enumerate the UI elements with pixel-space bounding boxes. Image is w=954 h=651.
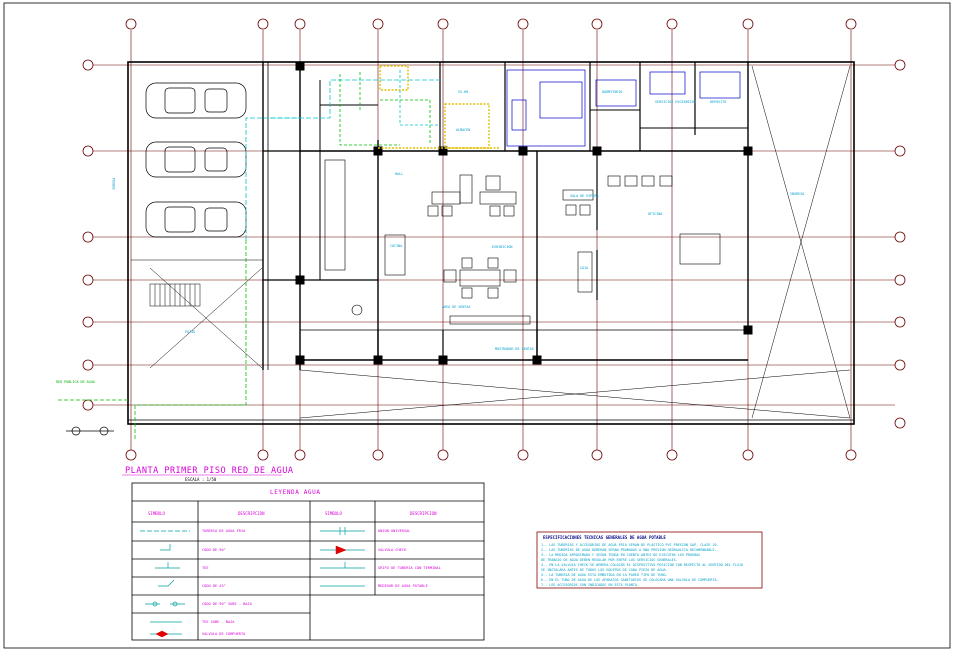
check-valve-icon [335,545,347,555]
legend-col-description-1: DESCRIPCION [238,511,265,516]
room-label-almacen: ALMACEN [456,128,471,132]
plan-scale: ESCALA : 1/50 [185,477,217,482]
plan-title: PLANTA PRIMER PISO RED DE AGUA [125,466,294,476]
gate-valve-icon [155,630,169,638]
room-label-patio: PATIO [185,330,196,334]
water-meter-symbol [66,426,114,436]
legend-row-left: TEE SUBE - BAJA [202,620,235,624]
specs-box [536,531,763,589]
room-label-ingreso: INGRESO [790,192,805,196]
room-label-sala-espera: SALA DE ESPERA [570,194,599,198]
room-label-cocina: COCINA [390,244,403,248]
spec-line: 3.- LA MEDIDA APROXIMADA Y SEGUN TENGA E… [541,553,701,557]
room-label-dormitorio: DORMITORIO [602,90,623,94]
furniture [506,69,741,147]
legend-col-symbol-1: SIMBOLO [148,511,165,516]
legend-row-right: MEDIDOR DE AGUA POTABLE [378,584,428,588]
legend-col-symbol-2: SIMBOLO [325,511,342,516]
room-label-exhibicion: EXHIBICION [492,245,513,249]
spec-line: 6.- EN EL TUBO DE AGUA DE LOS APARATOS S… [541,578,719,582]
sales-furniture [324,159,721,325]
spec-line: 4.- EN LA VALVULA CHECK SE DEBERA COLOCA… [541,563,744,567]
spec-line: DE TRABAJO DE AGUA DEBEN REGULAR POR ENT… [541,558,678,562]
room-label-vereda: VEREDA [112,177,116,190]
legend-title: LEYENDA AGUA [270,489,321,496]
legend-row-left: TUBERIA DE AGUA FRIA [202,529,246,533]
room-label-servicios: SERVICIOS HIGIENICOS [655,100,696,104]
legend-row-left: CODO DE 90° [202,548,226,552]
spec-line: SE INSTALARA ANTES DE TODOS LOS EQUIPOS … [541,568,668,572]
room-label-ss-hh: SS.HH. [458,90,471,94]
room-label-hall: HALL [395,172,404,176]
room-label-red-publica: RED PUBLICA DE AGUA [56,380,95,384]
room-label-caja: CAJA [580,266,589,270]
legend-row-left: CODO DE 90° SUBE - BAJA [202,602,252,606]
void-diagonals [149,65,851,419]
room-label-area-ventas: AREA DE VENTAS [442,305,471,309]
legend-row-right: UNION UNIVERSAL [378,529,411,533]
parking-cars [145,82,247,238]
legend-symbols [140,527,365,635]
sheet-border [3,2,951,649]
stairs [149,283,201,307]
spec-line: 1.- LAS TUBERIAS Y ACCESORIOS DE AGUA FR… [541,543,719,547]
hatched-walls [378,65,500,149]
spec-line: 7.- LOS ACCESORIOS SON INDICADOS EN ESTA… [541,583,639,587]
room-label-deposito: DEPOSITO [710,100,727,104]
axis-bubbles [82,18,906,461]
legend-col-description-2: DESCRIPCION [410,511,437,516]
legend-row-right: VALVULA CHECK [378,548,407,552]
room-label-oficina: OFICINA [648,212,663,216]
water-network [58,70,440,440]
legend-row-left: VALVULA DE COMPUERTA [202,632,246,636]
legend-row-right: GRIFO DE TUBERIA CON TERMINAL [378,566,441,570]
specs-title: ESPECIFICACIONES TECNICAS GENERALES DE A… [543,535,666,540]
legend-row-left: TEE [202,566,209,570]
room-label-mostrador: MOSTRADOR DE VENTAS [495,347,534,351]
legend-row-left: CODO DE 45° [202,584,226,588]
spec-line: 2.- LAS TUBERIAS DE AGUA DEBERAN SERAN P… [541,548,717,552]
legend-table [131,482,485,641]
spec-line: 5.- LA TUBERIA DE AGUA ESTA EMBUTIDA EN … [541,573,668,577]
building-walls [127,61,855,425]
